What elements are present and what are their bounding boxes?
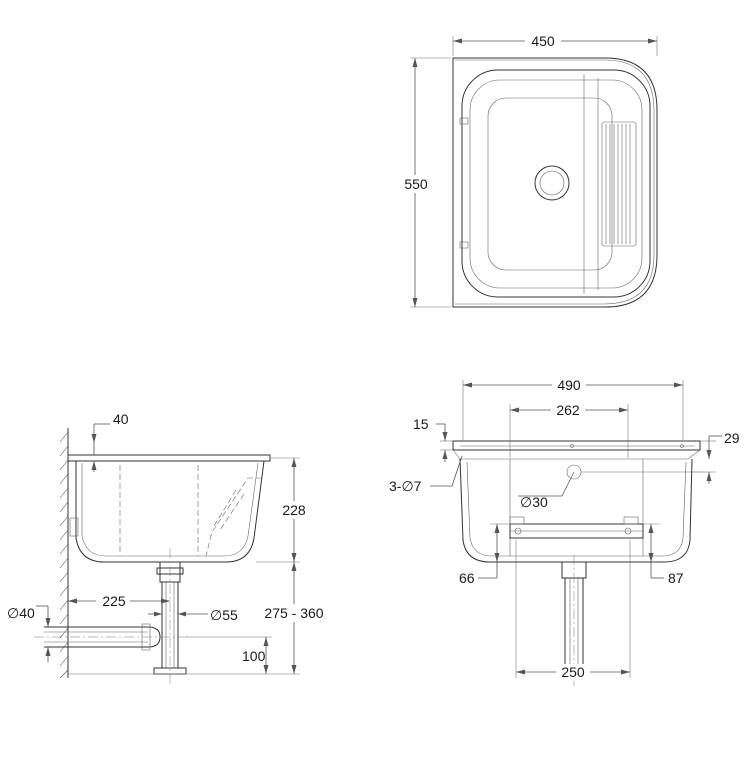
side-outlet-height-label: 100 bbox=[242, 648, 266, 664]
top-view: 450 550 bbox=[398, 33, 658, 308]
washboard-ribs bbox=[601, 121, 637, 247]
side-wall-to-waste-label: 225 bbox=[102, 593, 126, 609]
front-view: 490 262 15 29 3-∅7 ∅30 bbox=[389, 377, 740, 686]
drain-outlet bbox=[534, 165, 570, 201]
side-wall-offset-label: 40 bbox=[113, 411, 129, 427]
side-install-height-label: 275 - 360 bbox=[264, 605, 323, 621]
front-right-bracket-label: 87 bbox=[668, 570, 684, 586]
top-depth-label: 550 bbox=[404, 176, 428, 192]
front-bracket-width-label: 262 bbox=[556, 402, 580, 418]
side-bowl-depth-label: 228 bbox=[282, 502, 306, 518]
front-overall-width-label: 490 bbox=[557, 377, 581, 393]
side-pipe-diameter-label: ∅55 bbox=[210, 607, 238, 623]
waste-pipe bbox=[44, 561, 187, 675]
front-left-bracket-label: 66 bbox=[459, 570, 475, 586]
front-rim-drop-label: 29 bbox=[724, 430, 740, 446]
side-view: 40 228 225 ∅55 ∅40 275 - 360 bbox=[7, 411, 330, 686]
front-fixing-holes-label: 3-∅7 bbox=[389, 478, 422, 494]
side-outlet-diameter-label: ∅40 bbox=[7, 605, 35, 621]
front-tap-hole-label: ∅30 bbox=[520, 494, 548, 510]
wall-bracket bbox=[509, 516, 644, 539]
front-rim-thickness-label: 15 bbox=[413, 416, 429, 432]
front-trap-spacing-label: 250 bbox=[561, 664, 585, 680]
top-width-label: 450 bbox=[531, 33, 555, 49]
